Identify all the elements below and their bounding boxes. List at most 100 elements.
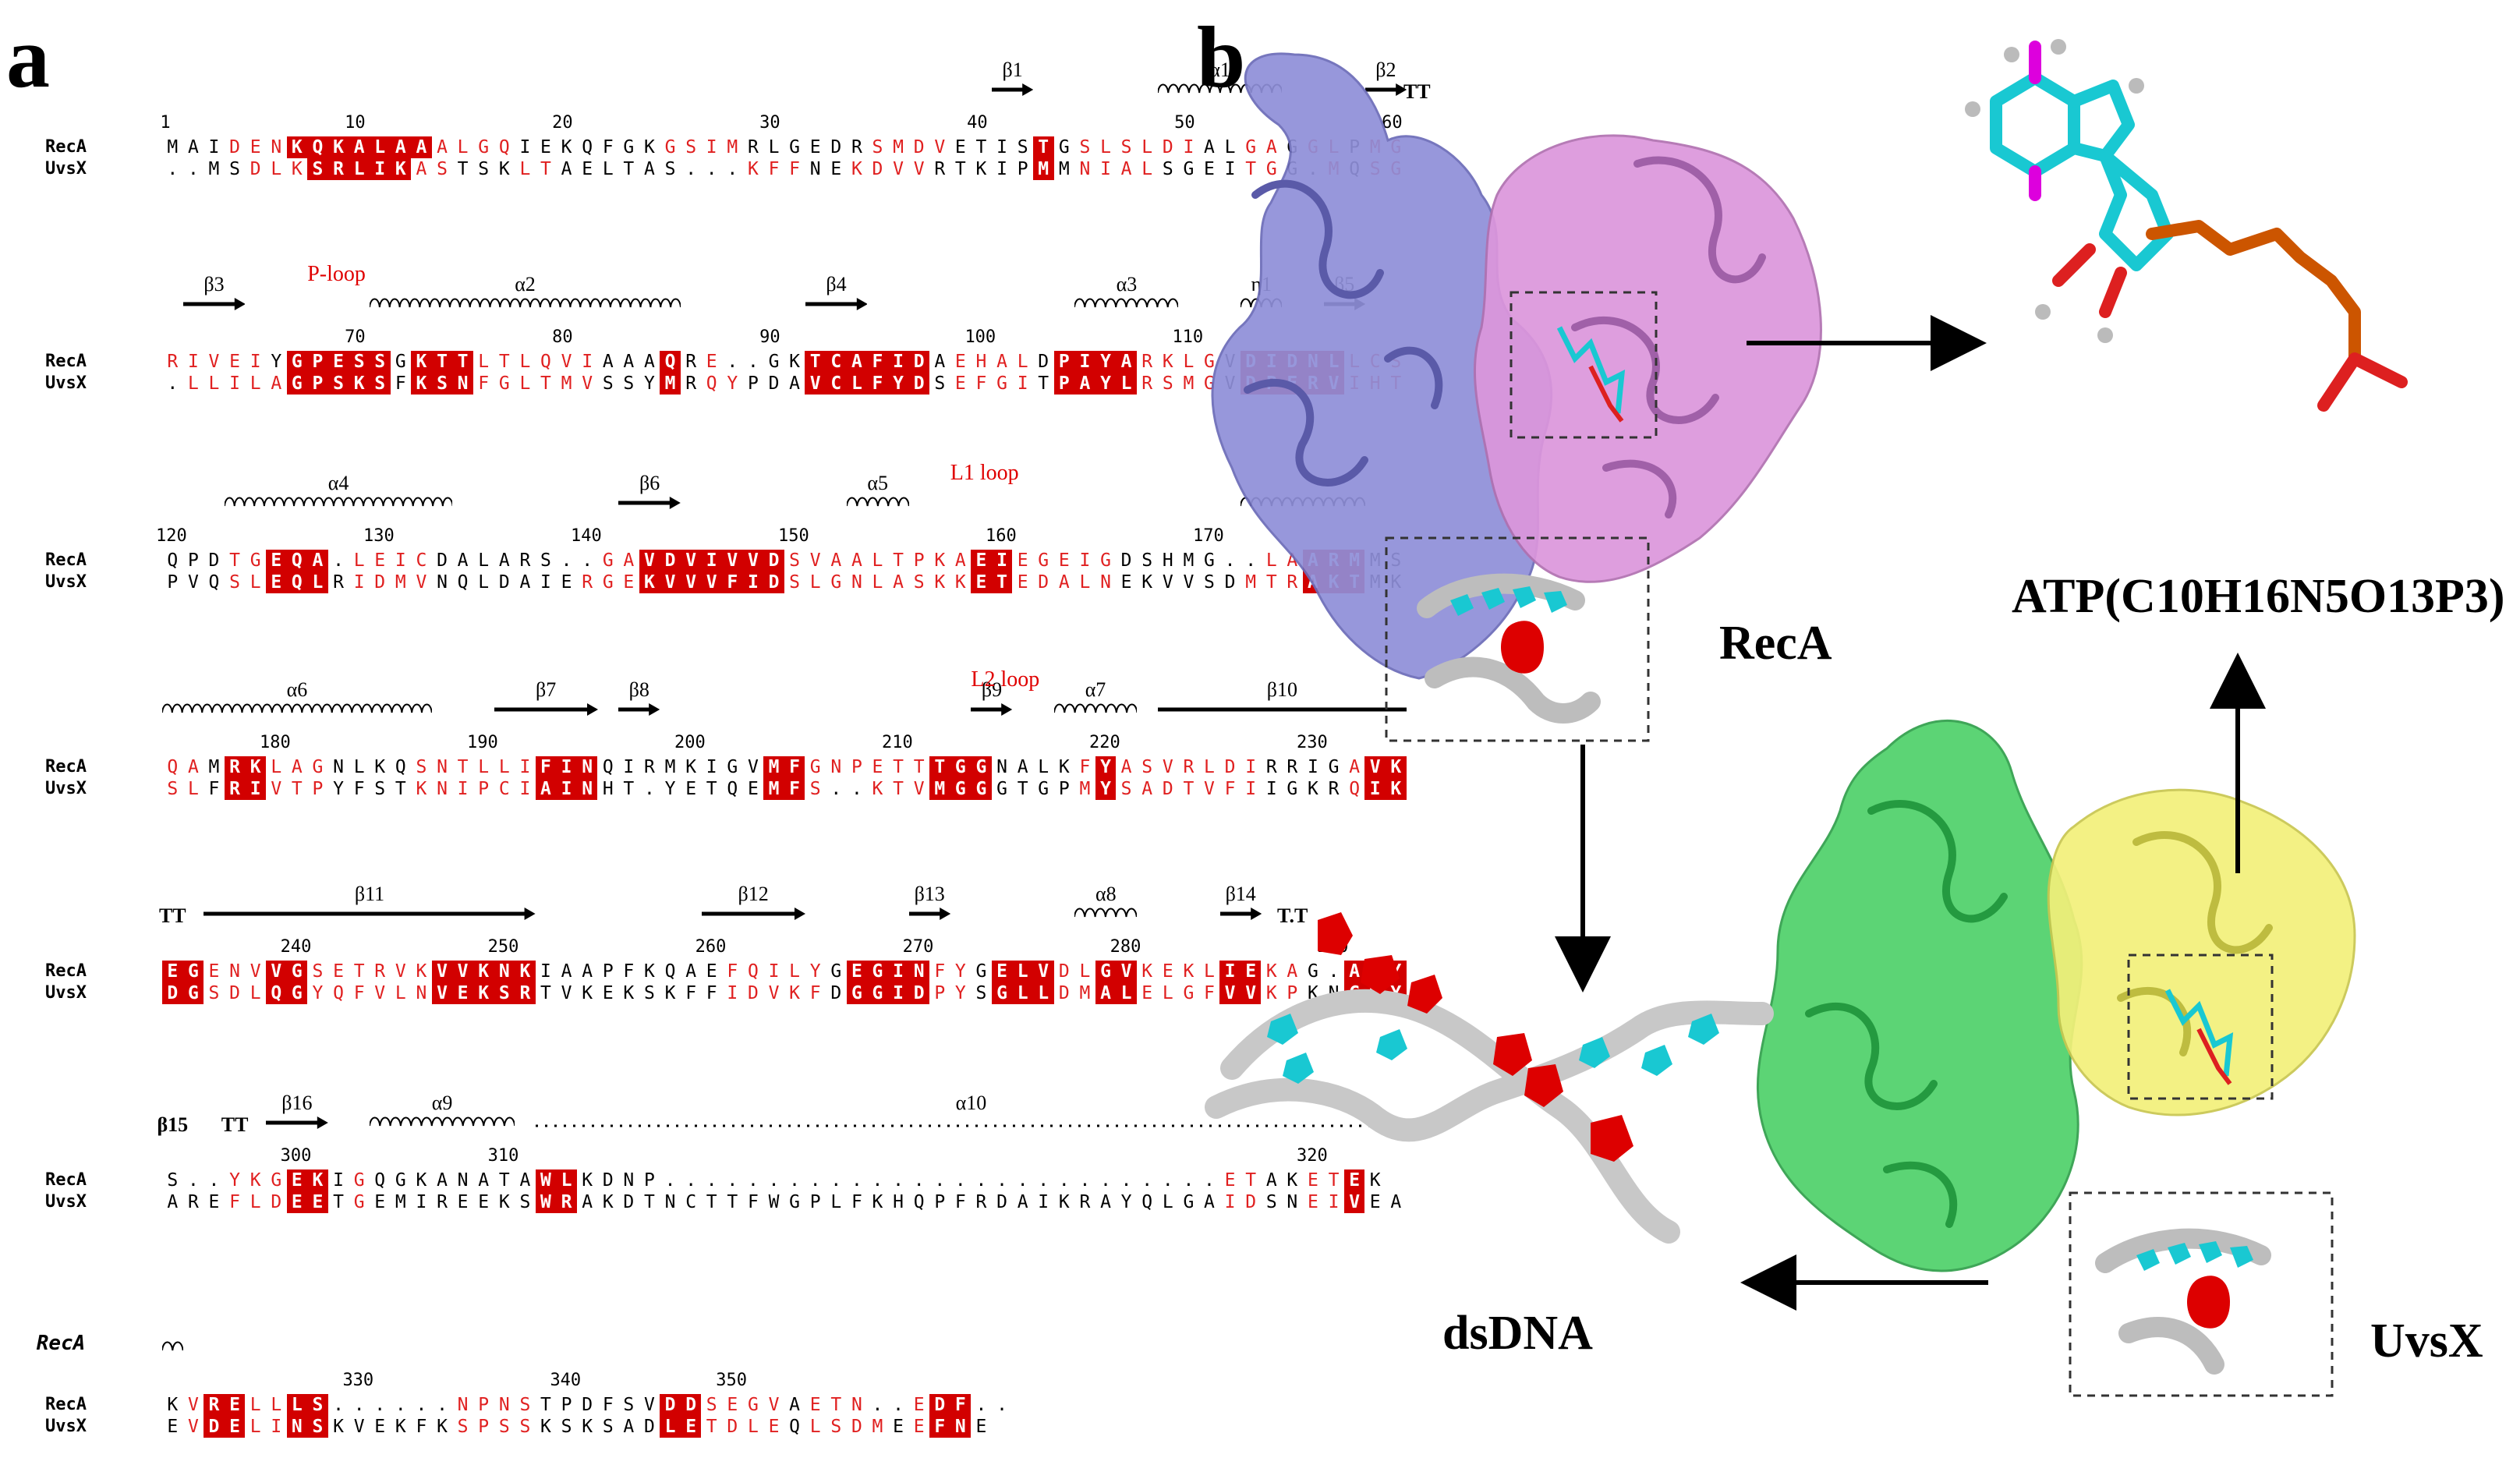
ss-element-label: α6 [286,678,308,701]
residue: F [416,1417,427,1437]
residue: T [333,1192,344,1212]
residue: . [934,1170,946,1191]
residue: N [229,961,240,982]
residue: V [809,550,821,571]
residue: A [954,550,966,571]
residue: E [706,961,717,982]
residue: I [727,983,738,1003]
residue: D [1162,779,1173,799]
residue: G [789,1192,801,1212]
residue: P [934,1192,946,1212]
residue: E [1204,159,1215,179]
residue: N [333,757,344,777]
residue: K [1141,572,1153,593]
residue: S [789,550,801,571]
residue: R [975,1192,987,1212]
residue: V [271,779,282,799]
residue: T [706,779,717,799]
residue: N [437,779,448,799]
residue: Y [1095,351,1117,373]
residue: L [1141,159,1153,179]
residue: G [602,572,614,593]
residue-number: 120 [156,526,187,546]
residue: A [1141,779,1153,799]
residue: I [1245,757,1257,777]
residue: Y [954,961,966,982]
residue: G [286,373,308,395]
residue: P [913,550,925,571]
residue: N [950,1416,972,1438]
residue: A [582,961,593,982]
ss-element-mark [204,908,536,920]
residue: G [1058,137,1070,157]
residue: L [602,159,614,179]
residue: A [561,961,572,982]
residue: A [437,1170,448,1191]
uvsx-domain-yellow [2047,788,2356,1116]
residue: R [747,137,759,157]
residue: R [187,1192,199,1212]
residue: E [1141,983,1153,1003]
residue: . [809,1170,821,1191]
residue: . [893,1395,904,1415]
residue-number: 220 [1089,733,1120,752]
residue: N [437,757,448,777]
residue: . [1141,1170,1153,1191]
residue: A [582,1192,593,1212]
residue: L [271,159,282,179]
residue: G [996,373,1007,394]
residue-number: 180 [260,733,291,752]
sequence-name: RecA [45,137,87,157]
residue: I [1038,1192,1049,1212]
residue: K [747,159,759,179]
residue: G [1287,779,1298,799]
ss-element-mark [1074,908,1138,918]
residue: I [1079,550,1091,571]
residue: K [561,137,572,157]
residue: . [664,1170,676,1191]
residue: G [971,756,992,778]
residue: L [1162,983,1173,1003]
residue: D [763,550,784,571]
residue: M [395,1192,406,1212]
residue: K [498,159,510,179]
residue: R [644,757,655,777]
residue: I [887,961,909,982]
residue: V [722,550,743,571]
residue: N [271,137,282,157]
residue: S [307,158,328,180]
residue: E [452,982,473,1004]
sequence-name: RecA [45,352,87,371]
residue: N [851,1395,862,1415]
residue: N [996,757,1007,777]
residue: A [1017,1192,1028,1212]
residue: Q [167,757,179,777]
residue: S [602,373,614,394]
residue: V [680,571,702,593]
residue: L [872,572,883,593]
residue: G [996,779,1007,799]
residue: . [333,1395,344,1415]
residue: G [478,137,490,157]
residue: S [327,373,349,395]
residue: F [784,778,805,800]
residue: R [934,159,946,179]
residue: G [971,778,992,800]
alignment-block: TTβ11β12β13α8β14T.T240250260270280290Rec… [45,883,1407,1039]
residue: P [602,961,614,982]
residue: V [431,982,453,1004]
ss-element-mark [618,497,681,509]
residue: N [1079,159,1091,179]
residue: K [623,983,635,1003]
residue: V [747,757,759,777]
residue: . [1183,1170,1195,1191]
residue: S [229,572,240,593]
residue: G [809,757,821,777]
residue: I [1017,373,1028,394]
residue: A [291,757,303,777]
ss-element-label: TT [221,1113,249,1136]
residue: F [208,779,220,799]
